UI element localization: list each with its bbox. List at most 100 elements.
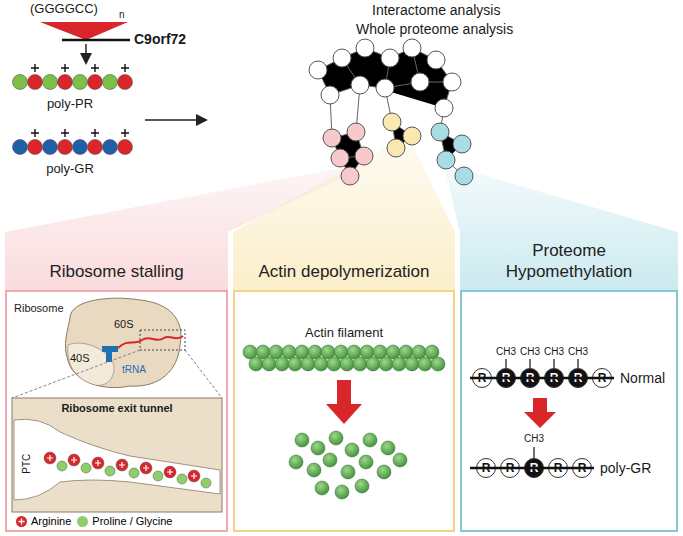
red-arrow bbox=[326, 380, 362, 424]
plus-symbol bbox=[19, 518, 25, 524]
actin-filament bbox=[249, 357, 263, 371]
residue-circle: R bbox=[472, 368, 492, 388]
actin-monomers bbox=[329, 431, 343, 445]
panel-box: Proteome HypomethylationRRRRRRRRRRR bbox=[460, 290, 678, 532]
actin-monomers bbox=[345, 443, 359, 457]
poly-pr-beads bbox=[13, 75, 133, 90]
actin-filament bbox=[379, 357, 393, 371]
actin-filament bbox=[243, 345, 257, 359]
actin-monomers bbox=[295, 433, 309, 447]
tunnel-peptide bbox=[188, 470, 200, 482]
tunnel-peptide bbox=[116, 459, 128, 471]
network-nodes bbox=[403, 127, 421, 145]
fan-wash bbox=[5, 140, 678, 290]
actin-filament bbox=[334, 345, 348, 359]
residue-circle: R bbox=[524, 458, 544, 478]
actin-filament bbox=[412, 345, 426, 359]
network-nodes bbox=[309, 61, 327, 79]
repeat-construct bbox=[62, 39, 130, 42]
legend-swatch bbox=[77, 516, 88, 527]
network-nodes bbox=[443, 73, 461, 91]
network-nodes bbox=[381, 49, 399, 67]
actin-filament bbox=[353, 357, 367, 371]
methyl-label: CH3 bbox=[496, 346, 516, 358]
repeat-construct bbox=[85, 44, 87, 62]
ribosome-shape bbox=[118, 336, 183, 348]
poly-pr-beads bbox=[103, 75, 118, 90]
legend: Arginine Proline / Glycine bbox=[16, 515, 172, 527]
analysis-label: Interactome analysis bbox=[372, 2, 500, 18]
residue-letter: R bbox=[578, 462, 587, 474]
residue-letter: R bbox=[554, 462, 563, 474]
panel-heading: Actin depolymerization bbox=[239, 262, 449, 282]
legend-item: Proline / Glycine bbox=[77, 515, 172, 527]
network-nodes bbox=[309, 39, 473, 185]
methyl-label: CH3 bbox=[524, 433, 544, 445]
actin-monomers bbox=[341, 465, 355, 479]
peptide-name: poly-PR bbox=[47, 97, 93, 112]
tunnel-peptide bbox=[201, 478, 211, 488]
ribosome-shape bbox=[68, 343, 114, 385]
actin-filament bbox=[405, 357, 419, 371]
legend-text: Arginine bbox=[31, 515, 71, 527]
actin-filament bbox=[347, 345, 361, 359]
structure-label: Actin filament bbox=[305, 326, 383, 341]
charge-plus bbox=[31, 64, 129, 72]
condition-label: Normal bbox=[620, 370, 665, 386]
residue-circle: R bbox=[496, 368, 516, 388]
network-nodes bbox=[427, 51, 445, 69]
residue-letter: R bbox=[574, 372, 583, 384]
residue-letter: R bbox=[526, 372, 535, 384]
actin-filament bbox=[282, 345, 296, 359]
poly-pr-beads bbox=[73, 75, 88, 90]
plus-symbol bbox=[16, 516, 27, 527]
bead-plus bbox=[47, 455, 197, 479]
poly-pr-beads bbox=[13, 75, 28, 90]
actin-monomers bbox=[323, 453, 337, 467]
network-nodes bbox=[376, 79, 394, 97]
subscript: n bbox=[119, 9, 125, 21]
actin-filament bbox=[373, 345, 387, 359]
residue-circle: R bbox=[568, 368, 588, 388]
protein-backbone bbox=[470, 467, 594, 470]
network-nodes bbox=[347, 123, 365, 141]
actin-monomers bbox=[315, 481, 329, 495]
network-nodes bbox=[333, 49, 351, 67]
exit-tunnel bbox=[12, 398, 222, 512]
actin-monomers bbox=[311, 441, 325, 455]
network-nodes bbox=[455, 167, 473, 185]
actin-filament bbox=[360, 345, 374, 359]
actin-filament bbox=[275, 357, 289, 371]
actin-filament bbox=[425, 345, 439, 359]
exit-tunnel bbox=[14, 419, 220, 500]
actin-filament bbox=[308, 345, 322, 359]
actin-filament bbox=[288, 357, 302, 371]
network-nodes bbox=[435, 99, 453, 117]
poly-gr-beads bbox=[58, 140, 73, 155]
poly-gr-beads bbox=[43, 140, 58, 155]
actin-filament bbox=[301, 357, 315, 371]
poly-gr-beads bbox=[103, 140, 118, 155]
residue-letter: R bbox=[502, 372, 511, 384]
methyl-stem bbox=[506, 359, 578, 458]
poly-gr-beads bbox=[73, 140, 88, 155]
protein-backbone bbox=[470, 378, 614, 468]
tunnel-peptide bbox=[140, 462, 152, 474]
actin-monomers bbox=[307, 463, 321, 477]
actin-monomers bbox=[359, 455, 373, 469]
charge-plus bbox=[31, 129, 129, 137]
fan-wash bbox=[233, 140, 455, 290]
poly-pr-beads bbox=[118, 75, 133, 90]
network-nodes bbox=[321, 86, 339, 104]
actin-monomers bbox=[335, 485, 349, 499]
actin-filament bbox=[366, 357, 380, 371]
actin-monomers bbox=[377, 465, 391, 479]
network-nodes bbox=[383, 113, 401, 131]
panel-heading: Proteome Hypomethylation bbox=[489, 241, 649, 282]
legend-item: Arginine bbox=[16, 515, 71, 527]
gene-name: C9orf72 bbox=[134, 31, 186, 47]
flow-arrow bbox=[145, 119, 205, 121]
methyl-label: CH3 bbox=[568, 346, 588, 358]
tunnel-peptide bbox=[164, 466, 176, 478]
